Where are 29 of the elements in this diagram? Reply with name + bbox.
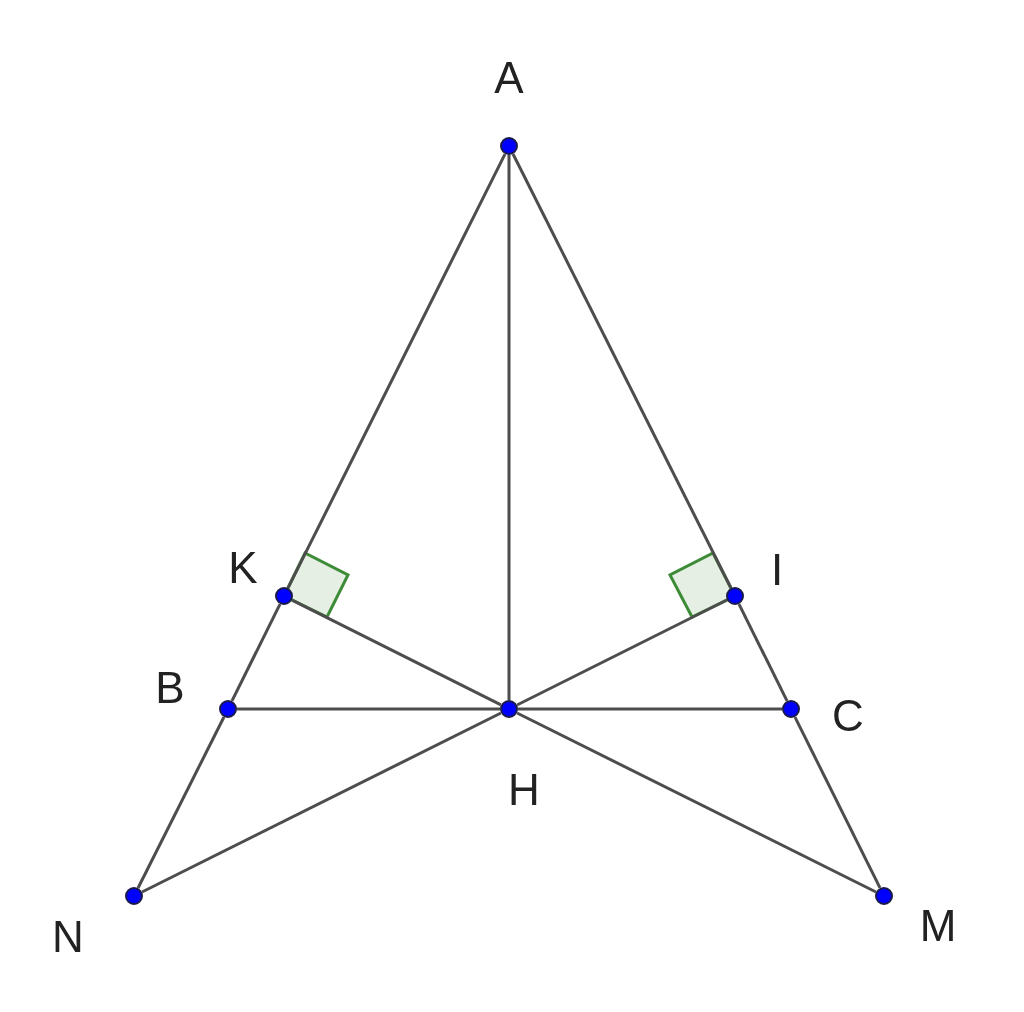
line-segment bbox=[507, 155, 511, 700]
point-label: H bbox=[508, 768, 540, 812]
point-label: N bbox=[52, 915, 84, 959]
line-segment bbox=[230, 603, 282, 702]
point-label: M bbox=[919, 904, 957, 948]
point-dot bbox=[219, 700, 237, 718]
point-label: K bbox=[228, 546, 258, 590]
line-segment bbox=[286, 153, 507, 589]
line-segment bbox=[291, 598, 502, 707]
point-label: A bbox=[494, 56, 524, 100]
line-segment bbox=[516, 598, 728, 707]
line-segment bbox=[237, 707, 500, 711]
point-label: C bbox=[832, 694, 864, 738]
point-dot bbox=[726, 587, 744, 605]
point-label: I bbox=[770, 548, 784, 592]
point-dot bbox=[875, 887, 893, 905]
point-dot bbox=[125, 887, 143, 905]
line-segment bbox=[136, 716, 226, 889]
point-dot bbox=[782, 700, 800, 718]
line-segment bbox=[141, 711, 502, 894]
point-dot bbox=[500, 137, 518, 155]
line-segment bbox=[518, 707, 782, 711]
line-segment bbox=[511, 153, 733, 589]
line-segment bbox=[516, 711, 877, 894]
point-label: B bbox=[155, 666, 185, 710]
point-dot bbox=[500, 700, 518, 718]
point-dot bbox=[275, 587, 293, 605]
line-segment bbox=[737, 603, 789, 702]
line-segment bbox=[793, 716, 882, 889]
